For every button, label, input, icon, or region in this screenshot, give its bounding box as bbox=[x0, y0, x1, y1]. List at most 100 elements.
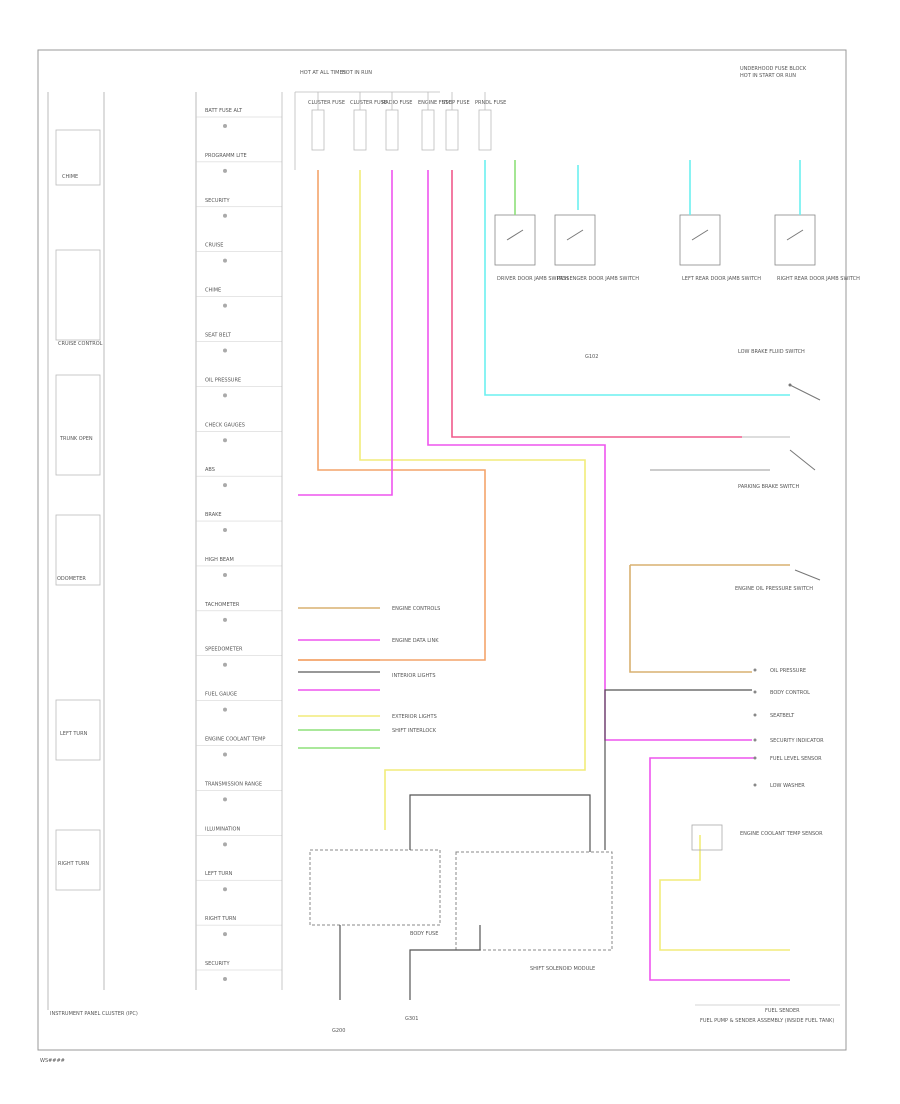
top-fuse: ENGINE FUSE bbox=[418, 92, 452, 151]
svg-text:INTERIOR LIGHTS: INTERIOR LIGHTS bbox=[392, 673, 436, 679]
svg-text:LEFT TURN: LEFT TURN bbox=[60, 731, 88, 737]
cluster-indicator: ABS bbox=[196, 467, 282, 488]
wire-magenta-fuel bbox=[649, 757, 790, 981]
cluster-indicator: TRANSMISSION RANGE bbox=[196, 781, 282, 802]
svg-text:RIGHT TURN: RIGHT TURN bbox=[58, 861, 89, 867]
svg-text:OIL PRESSURE: OIL PRESSURE bbox=[205, 377, 241, 383]
right-connector-list: OIL PRESSURE BODY CONTROL SEATBELT SECURITY… bbox=[753, 668, 824, 789]
svg-text:SEATBELT: SEATBELT bbox=[770, 713, 795, 719]
cluster-caption: INSTRUMENT PANEL CLUSTER (IPC) bbox=[50, 1011, 138, 1017]
center-label: SHIFT INTERLOCK bbox=[392, 728, 437, 734]
svg-text:ENGINE COOLANT TEMP: ENGINE COOLANT TEMP bbox=[205, 737, 265, 743]
right-component-oil-pressure: ENGINE OIL PRESSURE SWITCH bbox=[735, 569, 821, 592]
right-connector: OIL PRESSURE bbox=[753, 668, 806, 674]
top-fuse: CLUSTER FUSE bbox=[308, 92, 345, 151]
center-label: ENGINE DATA LINK bbox=[392, 638, 439, 644]
cluster-indicator: BATT FUSE ALT bbox=[196, 108, 282, 128]
svg-text:CHIME: CHIME bbox=[62, 174, 78, 180]
wire-red bbox=[451, 170, 742, 438]
door-switch: PASSENGER DOOR JAMB SWITCH bbox=[554, 214, 639, 282]
bottom-module-body-fuse: BODY FUSE bbox=[309, 849, 441, 937]
cluster-indicator: TACHOMETER bbox=[196, 602, 282, 622]
wire-magenta-a bbox=[298, 170, 393, 496]
svg-text:RIGHT REAR DOOR JAMB SWITCH: RIGHT REAR DOOR JAMB SWITCH bbox=[777, 276, 860, 282]
svg-text:ENGINE COOLANT TEMP SENSOR: ENGINE COOLANT TEMP SENSOR bbox=[740, 831, 823, 837]
svg-text:CHECK GAUGES: CHECK GAUGES bbox=[205, 422, 245, 428]
svg-text:SECURITY: SECURITY bbox=[205, 961, 230, 967]
cluster-indicator: CHECK GAUGES bbox=[196, 422, 282, 443]
svg-text:TRUNK OPEN: TRUNK OPEN bbox=[59, 436, 93, 442]
ground-label-1: G102 bbox=[585, 354, 598, 360]
wire-orange bbox=[298, 170, 486, 661]
svg-text:BODY FUSE: BODY FUSE bbox=[410, 931, 438, 937]
svg-text:BRAKE: BRAKE bbox=[205, 512, 222, 518]
svg-text:DRIVER DOOR JAMB SWITCH: DRIVER DOOR JAMB SWITCH bbox=[497, 276, 568, 282]
cluster-indicator: OIL PRESSURE bbox=[196, 377, 282, 398]
svg-text:TRANSMISSION RANGE: TRANSMISSION RANGE bbox=[204, 781, 262, 787]
svg-text:PARKING BRAKE SWITCH: PARKING BRAKE SWITCH bbox=[738, 484, 800, 490]
svg-text:RIGHT TURN: RIGHT TURN bbox=[205, 916, 236, 922]
svg-text:STOP FUSE: STOP FUSE bbox=[442, 100, 470, 106]
top-fuse: RADIO FUSE bbox=[382, 92, 412, 151]
center-label: ENGINE CONTROLS bbox=[392, 606, 440, 612]
left-component-chime: CHIME bbox=[55, 129, 101, 186]
svg-text:LOW BRAKE FLUID SWITCH: LOW BRAKE FLUID SWITCH bbox=[738, 349, 805, 355]
main-title-line1: HOT AT ALL TIMES bbox=[300, 70, 346, 76]
wire-magenta-b bbox=[427, 170, 752, 741]
svg-text:ABS: ABS bbox=[205, 467, 215, 473]
ground-label-3: G301 bbox=[405, 1016, 418, 1022]
bottom-module-shift: SHIFT SOLENOID MODULE bbox=[455, 851, 613, 972]
wire-yellow-fuel bbox=[659, 835, 790, 951]
door-switch: DRIVER DOOR JAMB SWITCH bbox=[494, 214, 568, 282]
right-connector: BODY CONTROL bbox=[753, 690, 810, 696]
svg-text:SECURITY INDICATOR: SECURITY INDICATOR bbox=[770, 738, 824, 744]
svg-text:FUEL LEVEL SENSOR: FUEL LEVEL SENSOR bbox=[770, 756, 822, 762]
door-switch: LEFT REAR DOOR JAMB SWITCH bbox=[679, 214, 761, 282]
cluster-indicator: HIGH BEAM bbox=[196, 557, 282, 577]
fuel-caption-2: FUEL PUMP & SENDER ASSEMBLY (INSIDE FUEL… bbox=[700, 1018, 834, 1024]
right-connector: SEATBELT bbox=[753, 713, 795, 719]
svg-text:SPEEDOMETER: SPEEDOMETER bbox=[205, 647, 243, 653]
cluster-indicator: SECURITY bbox=[196, 961, 282, 981]
top-right-title-1: UNDERHOOD FUSE BLOCK bbox=[740, 66, 807, 72]
main-title-line2: HOT IN RUN bbox=[342, 70, 372, 76]
svg-text:ENGINE DATA LINK: ENGINE DATA LINK bbox=[392, 638, 439, 644]
svg-text:ENGINE FUSE: ENGINE FUSE bbox=[418, 100, 452, 106]
right-connector: FUEL LEVEL SENSOR bbox=[753, 756, 822, 762]
svg-text:LEFT REAR DOOR JAMB SWITCH: LEFT REAR DOOR JAMB SWITCH bbox=[682, 276, 761, 282]
right-connector: LOW WASHER bbox=[753, 783, 805, 789]
cluster-indicator: BRAKE bbox=[196, 512, 282, 533]
center-label: EXTERIOR LIGHTS bbox=[392, 714, 437, 720]
svg-text:LOW WASHER: LOW WASHER bbox=[770, 783, 805, 789]
door-switch: RIGHT REAR DOOR JAMB SWITCH bbox=[774, 214, 860, 282]
cluster-indicator: SPEEDOMETER bbox=[196, 647, 282, 667]
top-fuse: CLUSTER FUSE bbox=[350, 92, 387, 151]
svg-text:TACHOMETER: TACHOMETER bbox=[204, 602, 240, 608]
top-right-title-2: HOT IN START OR RUN bbox=[740, 73, 796, 79]
svg-text:PROGRAMM LITE: PROGRAMM LITE bbox=[205, 153, 247, 159]
svg-text:SHIFT SOLENOID MODULE: SHIFT SOLENOID MODULE bbox=[530, 966, 595, 972]
cluster-indicator: PROGRAMM LITE bbox=[196, 153, 282, 173]
center-lead-group bbox=[298, 607, 380, 749]
black-wire-group bbox=[339, 689, 752, 1000]
cluster-indicator: RIGHT TURN bbox=[196, 916, 282, 937]
svg-text:OIL PRESSURE: OIL PRESSURE bbox=[770, 668, 806, 674]
svg-text:FUEL GAUGE: FUEL GAUGE bbox=[205, 692, 237, 698]
cluster-indicator: ENGINE COOLANT TEMP bbox=[196, 737, 282, 757]
svg-text:ENGINE CONTROLS: ENGINE CONTROLS bbox=[392, 606, 440, 612]
svg-text:CHIME: CHIME bbox=[205, 288, 221, 294]
svg-text:BODY CONTROL: BODY CONTROL bbox=[770, 690, 810, 696]
left-component-cruise: CRUISE CONTROL bbox=[55, 249, 103, 347]
left-component-trunk: TRUNK OPEN bbox=[55, 374, 101, 476]
svg-text:PRNDL FUSE: PRNDL FUSE bbox=[475, 100, 506, 106]
svg-text:SECURITY: SECURITY bbox=[205, 198, 230, 204]
cluster-indicator: LEFT TURN bbox=[196, 871, 282, 892]
svg-text:PASSENGER DOOR JAMB SWITCH: PASSENGER DOOR JAMB SWITCH bbox=[557, 276, 639, 282]
left-component-left-turn: LEFT TURN bbox=[55, 699, 101, 761]
svg-text:HIGH BEAM: HIGH BEAM bbox=[205, 557, 234, 563]
